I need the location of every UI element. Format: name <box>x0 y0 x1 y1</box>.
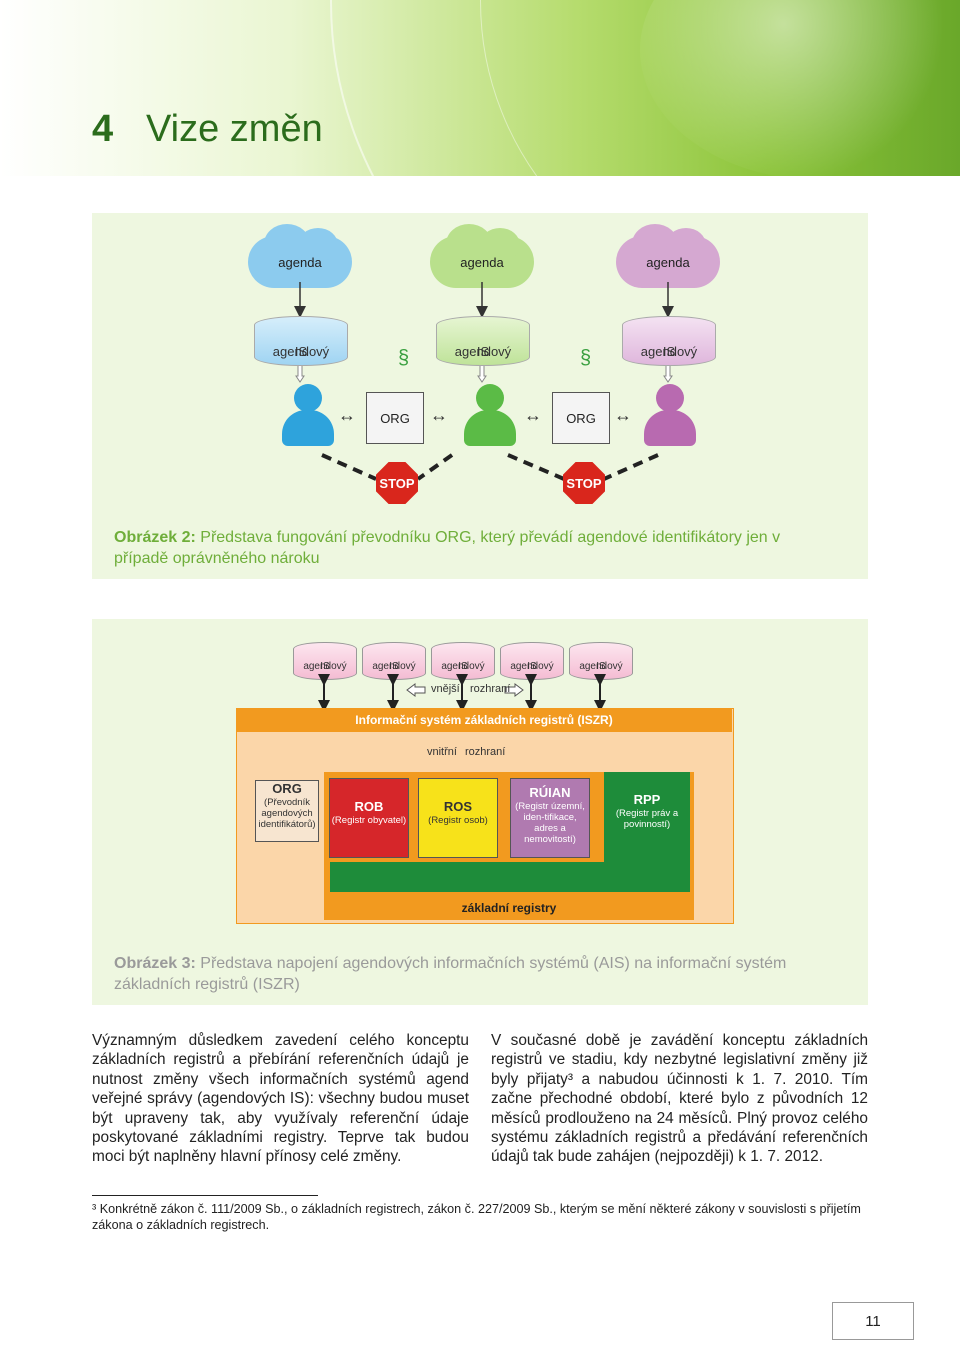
base-registers-label: základní registry <box>461 901 557 915</box>
outer-interface-label: vnější <box>431 683 460 695</box>
user-icon <box>282 384 334 446</box>
body-text-right: V současné době je zavádění konceptu zák… <box>491 1032 868 1166</box>
iszr-title: Informační systém základních registrů (I… <box>236 708 732 732</box>
stop-sign-icon: STOP <box>376 462 418 504</box>
bidirectional-arrow-icon: ↔ <box>338 405 356 425</box>
outer-interface-label: rozhraní <box>470 683 511 695</box>
svg-text:§: § <box>580 347 591 369</box>
body-text-left: Významným důsledkem zavedení celého konc… <box>92 1032 469 1166</box>
register-org: ORG(Převodník agendových identifikátorů) <box>255 780 319 842</box>
register-ros: ROS(Registr osob) <box>418 778 498 858</box>
figure-2-connectors: § § <box>294 282 674 481</box>
rpp-green-column <box>604 772 690 892</box>
agenda-cloud: agenda <box>248 224 352 288</box>
register-ruian: RÚIAN(Registr územní, iden-tifikace, adr… <box>510 778 590 858</box>
register-rob: ROB(Registr obyvatel) <box>329 778 409 858</box>
bidirectional-arrow-icon: ↔ <box>430 405 448 425</box>
chapter-title: Vize změn <box>146 108 323 150</box>
figure-2-caption: Obrázek 2: Představa fungování převodník… <box>114 529 781 567</box>
footnote-divider <box>92 1195 318 1196</box>
user-icon <box>464 384 516 446</box>
page-number: 11 <box>832 1302 914 1340</box>
bidirectional-arrow-icon: ↔ <box>614 405 632 425</box>
figure-3-caption: Obrázek 3: Představa napojení agendových… <box>114 955 787 993</box>
chapter-number: 4 <box>92 108 114 150</box>
stop-sign-icon: STOP <box>563 462 605 504</box>
org-cube: ORG <box>552 392 610 444</box>
bidirectional-arrow-icon: ↔ <box>524 405 542 425</box>
agenda-cloud: agenda <box>616 224 720 288</box>
inner-interface-label: vnitřní <box>427 746 457 758</box>
footnote: ³ Konkrétně zákon č. 111/2009 Sb., o zák… <box>92 1202 861 1232</box>
inner-interface-label: rozhraní <box>465 746 506 758</box>
svg-text:§: § <box>398 347 409 369</box>
agenda-cloud: agenda <box>430 224 534 288</box>
org-cube: ORG <box>366 392 424 444</box>
register-rpp: RPP(Registr práv a povinností) <box>615 792 679 830</box>
chapter-header-banner <box>0 0 960 176</box>
user-icon <box>644 384 696 446</box>
